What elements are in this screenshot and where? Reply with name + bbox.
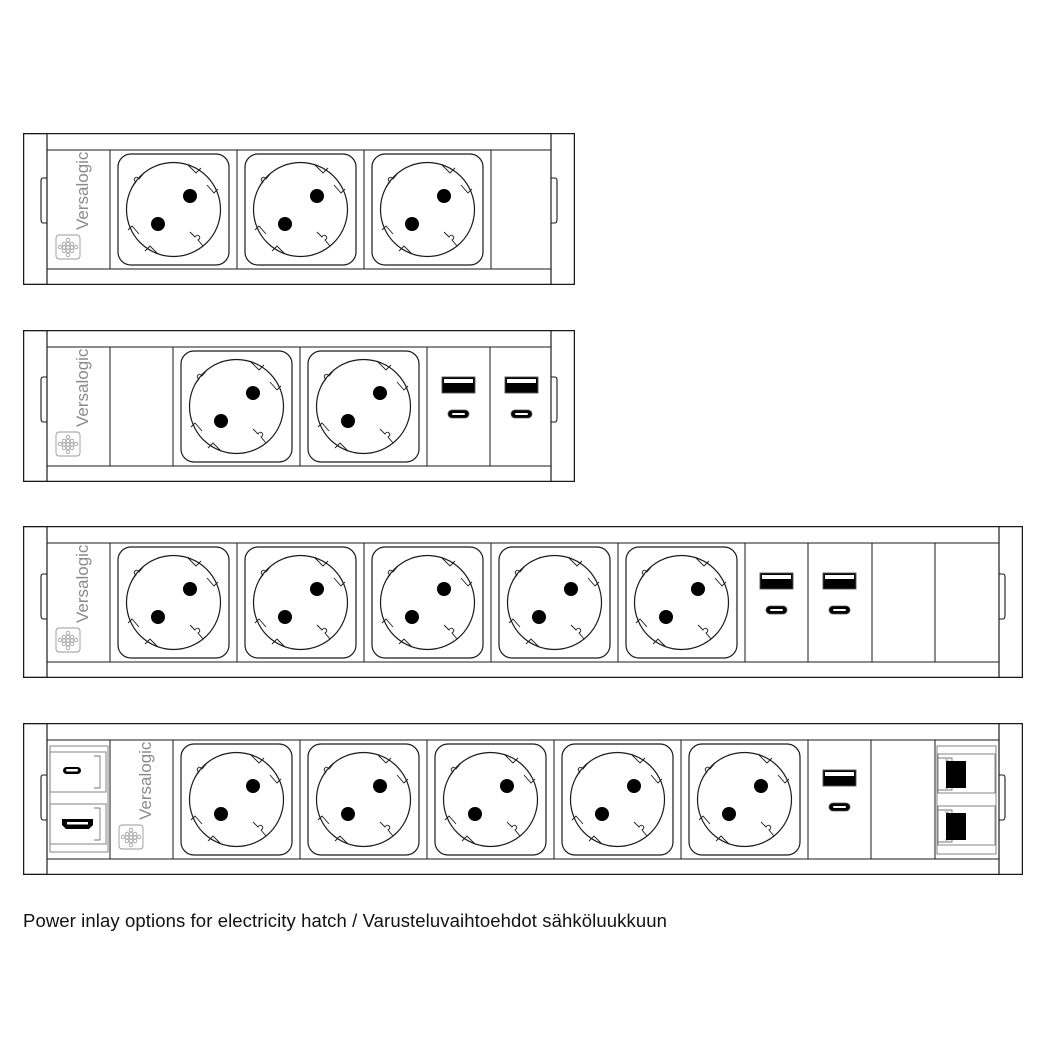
usb-module (745, 543, 808, 662)
power-strip-2: Versalogic (23, 330, 575, 482)
schuko-socket-icon (688, 743, 801, 856)
usb-a-c-icon (441, 376, 476, 419)
schuko-socket (618, 543, 745, 662)
schuko-socket-icon (117, 546, 230, 659)
versalogic-logo-icon: Versalogic (55, 348, 92, 457)
brand-label: Versalogic (73, 151, 92, 230)
schuko-socket-icon (434, 743, 547, 856)
schuko-socket (491, 543, 618, 662)
rj45-module (935, 740, 999, 859)
schuko-socket (110, 543, 237, 662)
usb-c-hdmi-icon (49, 745, 109, 853)
schuko-socket (427, 740, 554, 859)
schuko-socket (110, 150, 237, 269)
blank-module (935, 543, 999, 662)
usb-a-c-icon (822, 769, 857, 812)
schuko-socket (237, 150, 364, 269)
figure-caption: Power inlay options for electricity hatc… (23, 910, 668, 931)
power-strip-3: Versalogic (23, 526, 1023, 678)
schuko-socket-icon (371, 546, 484, 659)
schuko-socket (300, 347, 427, 466)
brand-logo-module: Versalogic (110, 740, 173, 859)
usb-a-c-icon (759, 572, 794, 615)
usb-module (808, 740, 871, 859)
schuko-socket-icon (498, 546, 611, 659)
schuko-socket (364, 150, 491, 269)
schuko-socket-icon (180, 350, 293, 463)
schuko-socket-icon (561, 743, 674, 856)
schuko-socket-icon (117, 153, 230, 266)
schuko-socket (237, 543, 364, 662)
power-strip-1: Versalogic (23, 133, 575, 285)
versalogic-logo-icon: Versalogic (118, 741, 155, 850)
schuko-socket-icon (244, 546, 357, 659)
brand-label: Versalogic (73, 544, 92, 623)
usb-a-c-icon (504, 376, 539, 419)
brand-logo-module: Versalogic (47, 543, 110, 662)
schuko-socket-icon (625, 546, 738, 659)
schuko-socket-icon (180, 743, 293, 856)
rj45-network-icon (936, 745, 997, 855)
schuko-socket (554, 740, 681, 859)
blank-module (491, 150, 551, 269)
strip-2-frame (23, 330, 575, 482)
versalogic-logo-icon: Versalogic (55, 544, 92, 653)
usb-c-hdmi-module (47, 740, 110, 859)
schuko-socket-icon (244, 153, 357, 266)
blank-module (872, 543, 935, 662)
schuko-socket (300, 740, 427, 859)
usb-a-c-icon (822, 572, 857, 615)
schuko-socket (364, 543, 491, 662)
schuko-socket-icon (307, 743, 420, 856)
schuko-socket (173, 347, 300, 466)
versalogic-logo-icon: Versalogic (55, 151, 92, 260)
brand-label: Versalogic (73, 348, 92, 427)
brand-logo-module: Versalogic (47, 347, 110, 466)
brand-label: Versalogic (136, 741, 155, 820)
power-strip-4: Versalogic (23, 723, 1023, 875)
schuko-socket-icon (307, 350, 420, 463)
blank-module (871, 740, 935, 859)
schuko-socket-icon (371, 153, 484, 266)
schuko-socket (681, 740, 808, 859)
usb-module (808, 543, 872, 662)
schuko-socket (173, 740, 300, 859)
brand-logo-module: Versalogic (47, 150, 110, 269)
usb-module (427, 347, 490, 466)
usb-module (490, 347, 551, 466)
blank-module (110, 347, 173, 466)
